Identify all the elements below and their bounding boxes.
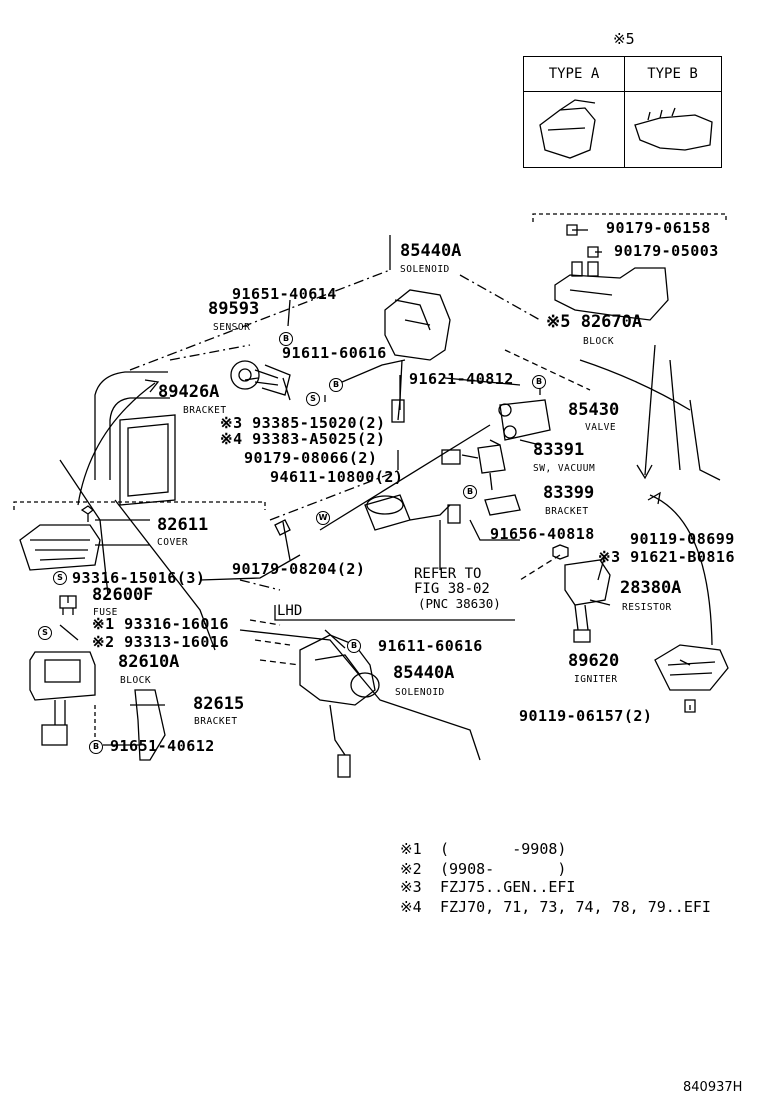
- footnote-3-text: FZJ75..GEN..EFI: [440, 878, 576, 896]
- part-90179-08204: 90179-08204(2): [232, 560, 366, 578]
- type-a-header: TYPE A: [524, 57, 625, 92]
- refer-line-3: (PNC 38630): [418, 596, 501, 611]
- block-82670a-label: BLOCK: [583, 336, 615, 347]
- screw-s-symbol: S: [306, 392, 320, 406]
- sensor-label: SENSOR: [213, 322, 251, 333]
- bracket-89426a-label: BRACKET: [183, 405, 227, 416]
- type-note-mark: ※5: [613, 30, 635, 48]
- bolt-b-symbol: B: [279, 332, 293, 346]
- part-91651-40612: 91651-40612: [110, 737, 215, 755]
- fuse-label: FUSE: [93, 607, 118, 618]
- footnote-4-mark: ※4: [400, 898, 422, 916]
- part-90119-08699: 90119-08699: [630, 530, 735, 548]
- part-89426a: 89426A: [158, 382, 220, 402]
- part-93383-a5025: ※4 93383-A5025(2): [220, 430, 386, 448]
- part-90119-06157: 90119-06157(2): [519, 707, 653, 725]
- part-93385-15020: ※3 93385-15020(2): [220, 414, 386, 432]
- part-90179-05003: 90179-05003: [614, 242, 719, 260]
- part-83399: 83399: [543, 483, 595, 503]
- refer-line-1: REFER TO: [414, 566, 482, 582]
- part-90179-08066: 90179-08066(2): [244, 449, 378, 467]
- part-91656-40818: 91656-40818: [490, 525, 595, 543]
- part-93316-15016: 93316-15016(3): [72, 569, 206, 587]
- bolt-b-symbol: B: [463, 485, 477, 499]
- part-85440a-top: 85440A: [400, 241, 462, 261]
- bracket-83399-label: BRACKET: [545, 506, 589, 517]
- part-85430: 85430: [568, 400, 620, 420]
- part-82600f: 82600F: [92, 585, 154, 605]
- part-91611-60616-lhd: 91611-60616: [378, 637, 483, 655]
- part-91621-40812: 91621-40812: [409, 370, 514, 388]
- sw-vacuum-label: SW, VACUUM: [533, 463, 596, 474]
- bolt-b-symbol: B: [347, 639, 361, 653]
- refer-line-2: FIG 38-02: [414, 581, 490, 597]
- type-b-header: TYPE B: [624, 57, 721, 92]
- part-85440a-lhd: 85440A: [393, 663, 455, 683]
- valve-label: VALVE: [585, 422, 617, 433]
- part-82670a: ※5 82670A: [546, 312, 643, 332]
- footnote-1-mark: ※1: [400, 840, 422, 858]
- washer-w-symbol: W: [316, 511, 330, 525]
- part-82615: 82615: [193, 694, 245, 714]
- footnote-2-text: (9908- ): [440, 860, 567, 878]
- part-83391: 83391: [533, 440, 585, 460]
- part-91651-40614: 91651-40614: [232, 285, 337, 303]
- solenoid-lhd-label: SOLENOID: [395, 687, 445, 698]
- part-89593: 89593: [208, 299, 260, 319]
- bracket-82615-label: BRACKET: [194, 716, 238, 727]
- resistor-label: RESISTOR: [622, 602, 672, 613]
- footnote-3-mark: ※3: [400, 878, 422, 896]
- footnote-1-text: ( -9908): [440, 840, 567, 858]
- part-91611-60616-top: 91611-60616: [282, 344, 387, 362]
- block-82610a-label: BLOCK: [120, 675, 152, 686]
- part-82611: 82611: [157, 515, 209, 535]
- part-93313-16016: ※2 93313-16016: [92, 633, 229, 651]
- footnote-4-text: FZJ70, 71, 73, 74, 78, 79..EFI: [440, 898, 711, 916]
- lhd-label: LHD: [277, 603, 303, 619]
- part-93316-16016: ※1 93316-16016: [92, 615, 229, 633]
- bolt-b-symbol: B: [532, 375, 546, 389]
- part-91621-b0816: ※3 91621-B0816: [598, 548, 735, 566]
- bolt-b-symbol: B: [89, 740, 103, 754]
- type-comparison-table: TYPE A TYPE B: [523, 56, 722, 168]
- part-82610a: 82610A: [118, 652, 180, 672]
- screw-s-symbol: S: [53, 571, 67, 585]
- bolt-b-symbol: B: [329, 378, 343, 392]
- part-89620: 89620: [568, 651, 620, 671]
- footnote-2-mark: ※2: [400, 860, 422, 878]
- screw-s-symbol: S: [38, 626, 52, 640]
- part-28380a: 28380A: [620, 578, 682, 598]
- cover-label: COVER: [157, 537, 189, 548]
- igniter-label: IGNITER: [574, 674, 618, 685]
- solenoid-top-label: SOLENOID: [400, 264, 450, 275]
- part-90179-06158: 90179-06158: [606, 219, 711, 237]
- part-94611-10800: 94611-10800(2): [270, 468, 404, 486]
- figure-id: 840937H: [683, 1080, 743, 1095]
